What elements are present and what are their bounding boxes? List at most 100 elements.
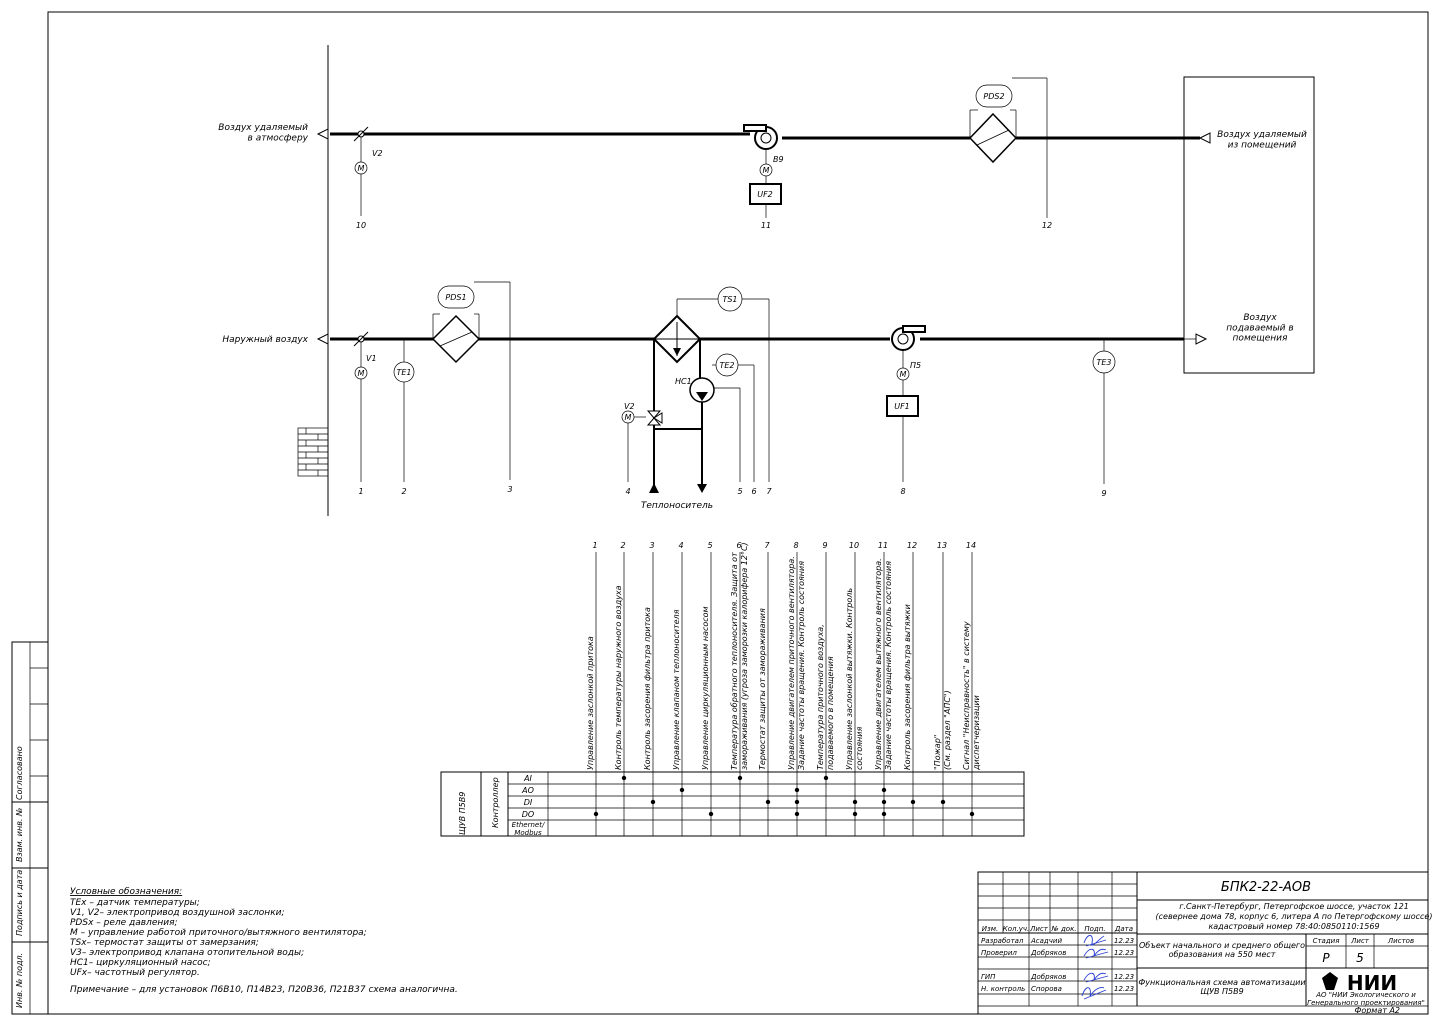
signal-label-6: замораживания (угроза заморозки калорифе… xyxy=(740,542,749,770)
sheet-frame xyxy=(47,11,1429,1015)
svg-text:7: 7 xyxy=(766,487,772,496)
controller-label: Контроллер xyxy=(491,777,500,828)
connection-dot xyxy=(737,775,743,781)
legend-item: M – управление работой приточного/вытяжн… xyxy=(70,928,367,938)
logo-text: НИИ xyxy=(1347,971,1397,995)
signal-label-2: Контроль температуры наружного воздуха xyxy=(614,585,623,770)
signal-label-1: Управление заслонкой притока xyxy=(586,636,595,770)
legend-item: TSx– термостат защиты от замерзания; xyxy=(70,938,259,948)
signal-label-14: Сигнал "Неисправность" в систему xyxy=(962,621,971,770)
signal-label-13: "Пожар" xyxy=(933,735,942,770)
connection-dot xyxy=(593,811,599,817)
signal-label-13: (См. раздел "АПС") xyxy=(943,690,952,770)
stamp-sign-date: Подпись и дата xyxy=(15,870,24,936)
connection-dot xyxy=(708,811,714,817)
signal-number-5: 5 xyxy=(707,541,712,550)
sheets-label: Листов xyxy=(1387,937,1414,945)
te3-label: TE3 xyxy=(1096,358,1111,367)
role-developed: Разработал xyxy=(981,937,1024,945)
date-norm: 12.23 xyxy=(1114,985,1134,993)
side-stamp: Согласовано Взам. инв. № Подпись и дата … xyxy=(11,641,49,1015)
row-di: DI xyxy=(524,798,533,807)
heater xyxy=(652,286,770,482)
signal-label-5: Управление циркуляционным насосом xyxy=(701,606,710,770)
brick-wall xyxy=(297,427,329,477)
signal-number-14: 14 xyxy=(966,541,976,550)
date-gip: 12.23 xyxy=(1114,973,1134,981)
sheet-value: 5 xyxy=(1356,951,1364,965)
b9-label: В9 xyxy=(773,155,784,164)
th-izm: Изм. xyxy=(982,925,998,933)
signal-label-9: подаваемого в помещения xyxy=(826,656,835,770)
signal-number-11: 11 xyxy=(878,541,888,550)
signal-label-4: Управление клапаном теплоносителя xyxy=(672,609,681,770)
name-gip: Добряков xyxy=(1030,973,1066,981)
stage-label: Стадия xyxy=(1313,937,1340,945)
signal-number-3: 3 xyxy=(649,541,654,550)
p5-motor-label: M xyxy=(900,370,907,379)
signal-label-7: Термостат защиты от замораживания xyxy=(758,608,767,770)
panel-label: ЩУВ П5В9 xyxy=(458,792,467,835)
outdoor-air-label: Наружный воздух xyxy=(222,335,308,345)
connection-dot xyxy=(650,799,656,805)
signal-number-13: 13 xyxy=(937,541,947,550)
connection-dot xyxy=(765,799,771,805)
controller-table: ЩУВ П5В9 Контроллер AI AO DI DO Ethernet… xyxy=(440,771,1025,837)
svg-text:10: 10 xyxy=(356,221,366,230)
v1-label: V1 xyxy=(366,354,377,363)
signal-label-3: Контроль засорения фильтра притока xyxy=(643,607,652,770)
title-block: Изм. Кол.уч. Лист № док. Подп. Дата Разр… xyxy=(977,871,1432,1015)
th-date: Дата xyxy=(1114,925,1133,933)
svg-text:5: 5 xyxy=(737,487,742,496)
sensor-te1 xyxy=(393,339,415,482)
svg-text:11: 11 xyxy=(761,221,771,230)
legend: Условные обозначения: TEx – датчик темпе… xyxy=(70,887,458,995)
role-gip: ГИП xyxy=(981,973,996,981)
signal-label-11: Задание частоты вращения. Контроль состо… xyxy=(884,561,893,770)
uf2-label: UF2 xyxy=(757,190,773,199)
svg-text:9: 9 xyxy=(1101,489,1106,498)
connection-dot xyxy=(794,811,800,817)
legend-item: PDSx – реле давления; xyxy=(70,918,178,928)
connection-dot xyxy=(910,799,916,805)
th-doc: № док. xyxy=(1050,925,1076,933)
damper-v2 xyxy=(353,126,369,216)
signal-label-10: состояния xyxy=(855,727,864,770)
damper-v1 xyxy=(353,331,369,482)
connection-dot xyxy=(794,787,800,793)
name-developed: Асадчий xyxy=(1030,937,1062,945)
connection-dot xyxy=(881,787,887,793)
signal-label-10: Управление заслонкой вытяжки. Контроль xyxy=(845,588,854,770)
connection-dot xyxy=(881,811,887,817)
row-do: DO xyxy=(522,810,534,819)
connection-dot xyxy=(679,787,685,793)
v2-label: V2 xyxy=(372,149,383,158)
room-box xyxy=(1183,76,1315,374)
svg-text:4: 4 xyxy=(625,487,630,496)
hc1-label: HC1 xyxy=(675,377,692,386)
company-logo: НИИ xyxy=(1322,971,1397,995)
diagram-line-numbers: 1 2 3 4 5 6 7 8 9 10 11 12 xyxy=(356,221,1107,498)
signal-number-10: 10 xyxy=(849,541,859,550)
address-line-1: г.Санкт-Петербург, Петергофское шоссе, у… xyxy=(1179,902,1409,911)
signal-dots xyxy=(593,775,975,817)
p5-label: П5 xyxy=(910,361,921,370)
connection-dot xyxy=(794,799,800,805)
date-checked: 12.23 xyxy=(1114,949,1134,957)
signal-label-8: Задание частоты вращения. Контроль состо… xyxy=(797,561,806,770)
supply-fan xyxy=(886,325,926,482)
signal-number-9: 9 xyxy=(822,541,827,550)
signal-label-8: Управление двигателем приточного вентиля… xyxy=(787,556,796,770)
svg-text:8: 8 xyxy=(900,487,905,496)
connection-dot xyxy=(621,775,627,781)
exhaust-fan xyxy=(743,124,782,218)
stage-value: Р xyxy=(1322,951,1330,965)
signal-number-7: 7 xyxy=(764,541,770,550)
uf1-label: UF1 xyxy=(894,402,910,411)
sensor-te3 xyxy=(1092,339,1116,484)
connection-dot xyxy=(852,799,858,805)
